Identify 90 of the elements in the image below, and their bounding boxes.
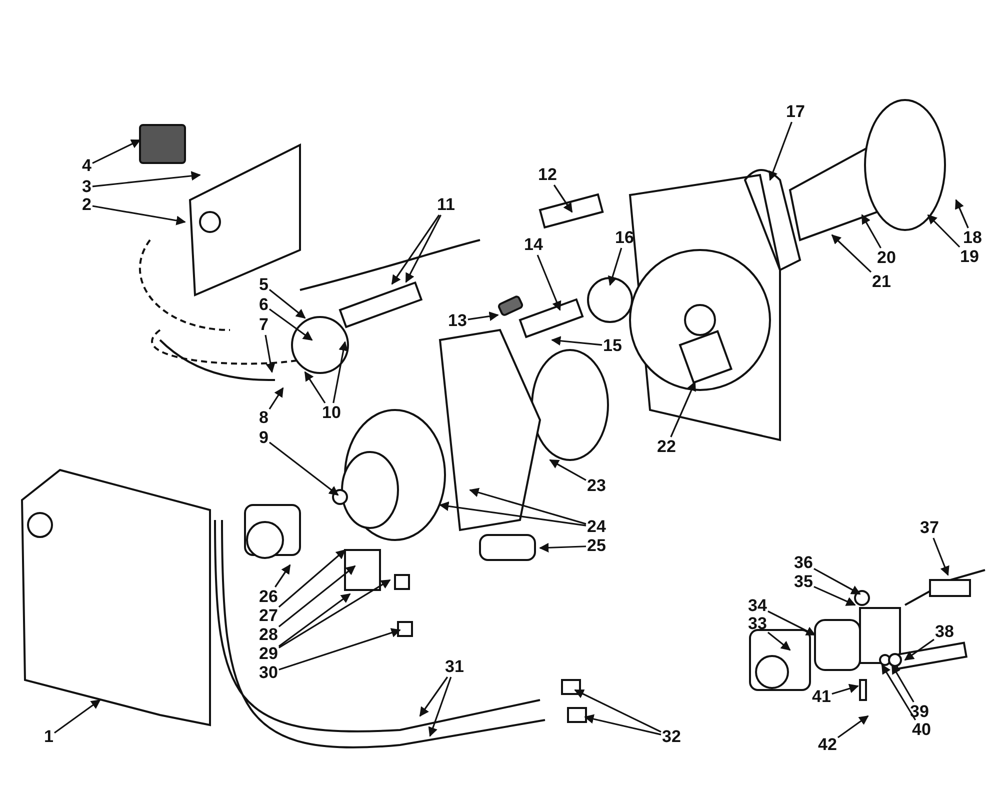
callout-number: 30	[259, 664, 278, 682]
leader-line	[332, 341, 348, 404]
callout-number: 13	[448, 312, 467, 330]
callout-number: 2	[82, 196, 92, 214]
callout-number: 21	[872, 273, 891, 291]
leader-line	[391, 214, 440, 285]
callout-number: 27	[259, 607, 278, 625]
leader-line	[574, 689, 662, 733]
callout-number: 6	[259, 296, 268, 314]
callout-number: 10	[322, 404, 341, 422]
leader-line	[891, 664, 914, 702]
callout-number: 1	[44, 728, 54, 746]
leader-line	[278, 579, 391, 648]
callout-number: 40	[912, 721, 931, 739]
callout-number: 20	[877, 249, 896, 267]
leader-line	[539, 542, 586, 552]
callout-number: 26	[259, 588, 278, 606]
leader-line	[268, 288, 306, 319]
callout-number: 3	[82, 178, 92, 196]
leader-line	[549, 459, 586, 481]
leader-line	[269, 308, 313, 341]
leader-line	[932, 538, 950, 576]
leader-line	[278, 565, 356, 628]
leader-line	[304, 371, 326, 404]
callout-number: 22	[657, 438, 676, 456]
leader-line	[768, 122, 792, 181]
callout-number: 9	[259, 429, 268, 447]
callout-number: 37	[920, 519, 939, 537]
callout-number: 32	[662, 728, 681, 746]
leader-line	[428, 676, 452, 737]
callout-number: 25	[587, 537, 606, 555]
leader-line	[92, 139, 141, 164]
callout-number: 29	[259, 645, 278, 663]
leader-line	[92, 171, 201, 188]
leader-line	[264, 334, 276, 373]
leader-line	[92, 205, 186, 226]
leader-line	[832, 684, 859, 695]
leader-line	[469, 488, 586, 525]
leader-line	[405, 214, 442, 283]
callout-number: 35	[794, 573, 813, 591]
leader-line	[274, 564, 291, 588]
callout-number: 12	[538, 166, 557, 184]
leader-line	[955, 199, 969, 228]
callout-number: 31	[445, 658, 464, 676]
callout-number: 28	[259, 626, 278, 644]
callout-number: 24	[587, 518, 606, 536]
callout-number: 23	[587, 477, 606, 495]
leader-line	[553, 184, 573, 213]
leader-line	[768, 610, 816, 636]
callout-number: 33	[748, 615, 767, 633]
leader-line	[831, 234, 872, 273]
callout-number: 7	[259, 316, 268, 334]
leader-line	[837, 715, 869, 738]
leader-line	[439, 501, 586, 526]
callout-number: 34	[748, 597, 767, 615]
callout-number: 11	[437, 196, 455, 214]
callout-number: 18	[963, 229, 982, 247]
callout-number: 15	[603, 337, 622, 355]
callout-number: 42	[818, 736, 837, 754]
leader-line	[767, 632, 791, 651]
leader-line	[54, 699, 101, 734]
leader-line	[268, 442, 339, 496]
leader-line	[814, 586, 856, 606]
leader-line	[278, 549, 346, 608]
callout-number: 5	[259, 276, 268, 294]
leader-line	[927, 214, 960, 248]
leader-line	[584, 714, 662, 736]
callout-number: 38	[935, 623, 954, 641]
callout-number: 19	[960, 248, 979, 266]
leader-line	[278, 628, 401, 670]
callout-number: 41	[812, 688, 831, 706]
callout-number: 16	[615, 229, 634, 247]
leader-line	[551, 336, 602, 346]
leader-line	[608, 248, 622, 286]
leader-line	[814, 568, 861, 595]
callout-number: 17	[786, 103, 805, 121]
leader-line	[468, 312, 499, 322]
leader-line	[861, 214, 882, 248]
leader-line	[670, 381, 696, 438]
leader-line	[536, 254, 562, 311]
leader-line	[904, 638, 934, 661]
callout-number: 8	[259, 409, 268, 427]
callout-number: 39	[910, 703, 929, 721]
callout-number: 36	[794, 554, 813, 572]
leader-line	[419, 676, 448, 717]
callout-number: 4	[82, 157, 92, 175]
leader-line	[268, 387, 284, 410]
callout-number: 14	[524, 236, 543, 254]
leader-line	[278, 593, 351, 647]
leader-line	[881, 664, 916, 720]
